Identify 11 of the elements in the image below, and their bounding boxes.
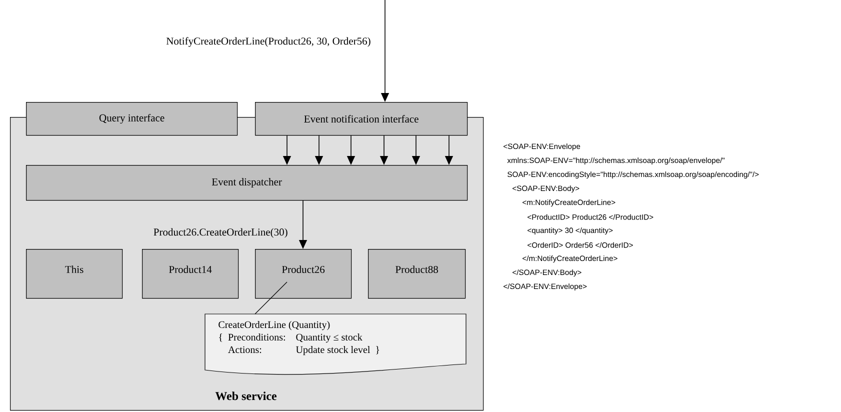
edge-label: NotifyCreateOrderLine(Product26, 30, Order56) <box>166 37 370 47</box>
object-box: Product14 <box>142 249 239 299</box>
edge-label: Product26.CreateOrderLine(30) <box>154 228 288 238</box>
object-box: Product88 <box>368 249 466 299</box>
dispatcher-bar: Event dispatcher <box>26 165 468 201</box>
leader-line <box>254 282 288 314</box>
object-box: This <box>26 249 123 299</box>
interface-box: Query interface <box>26 102 238 136</box>
interface-box: Event notification interface <box>255 102 468 136</box>
object-box: Product26 <box>255 249 352 299</box>
note-document: CreateOrderLine (Quantity) { Preconditions: Quantity ≤ stock Actions: Update stock level } <box>204 314 466 375</box>
